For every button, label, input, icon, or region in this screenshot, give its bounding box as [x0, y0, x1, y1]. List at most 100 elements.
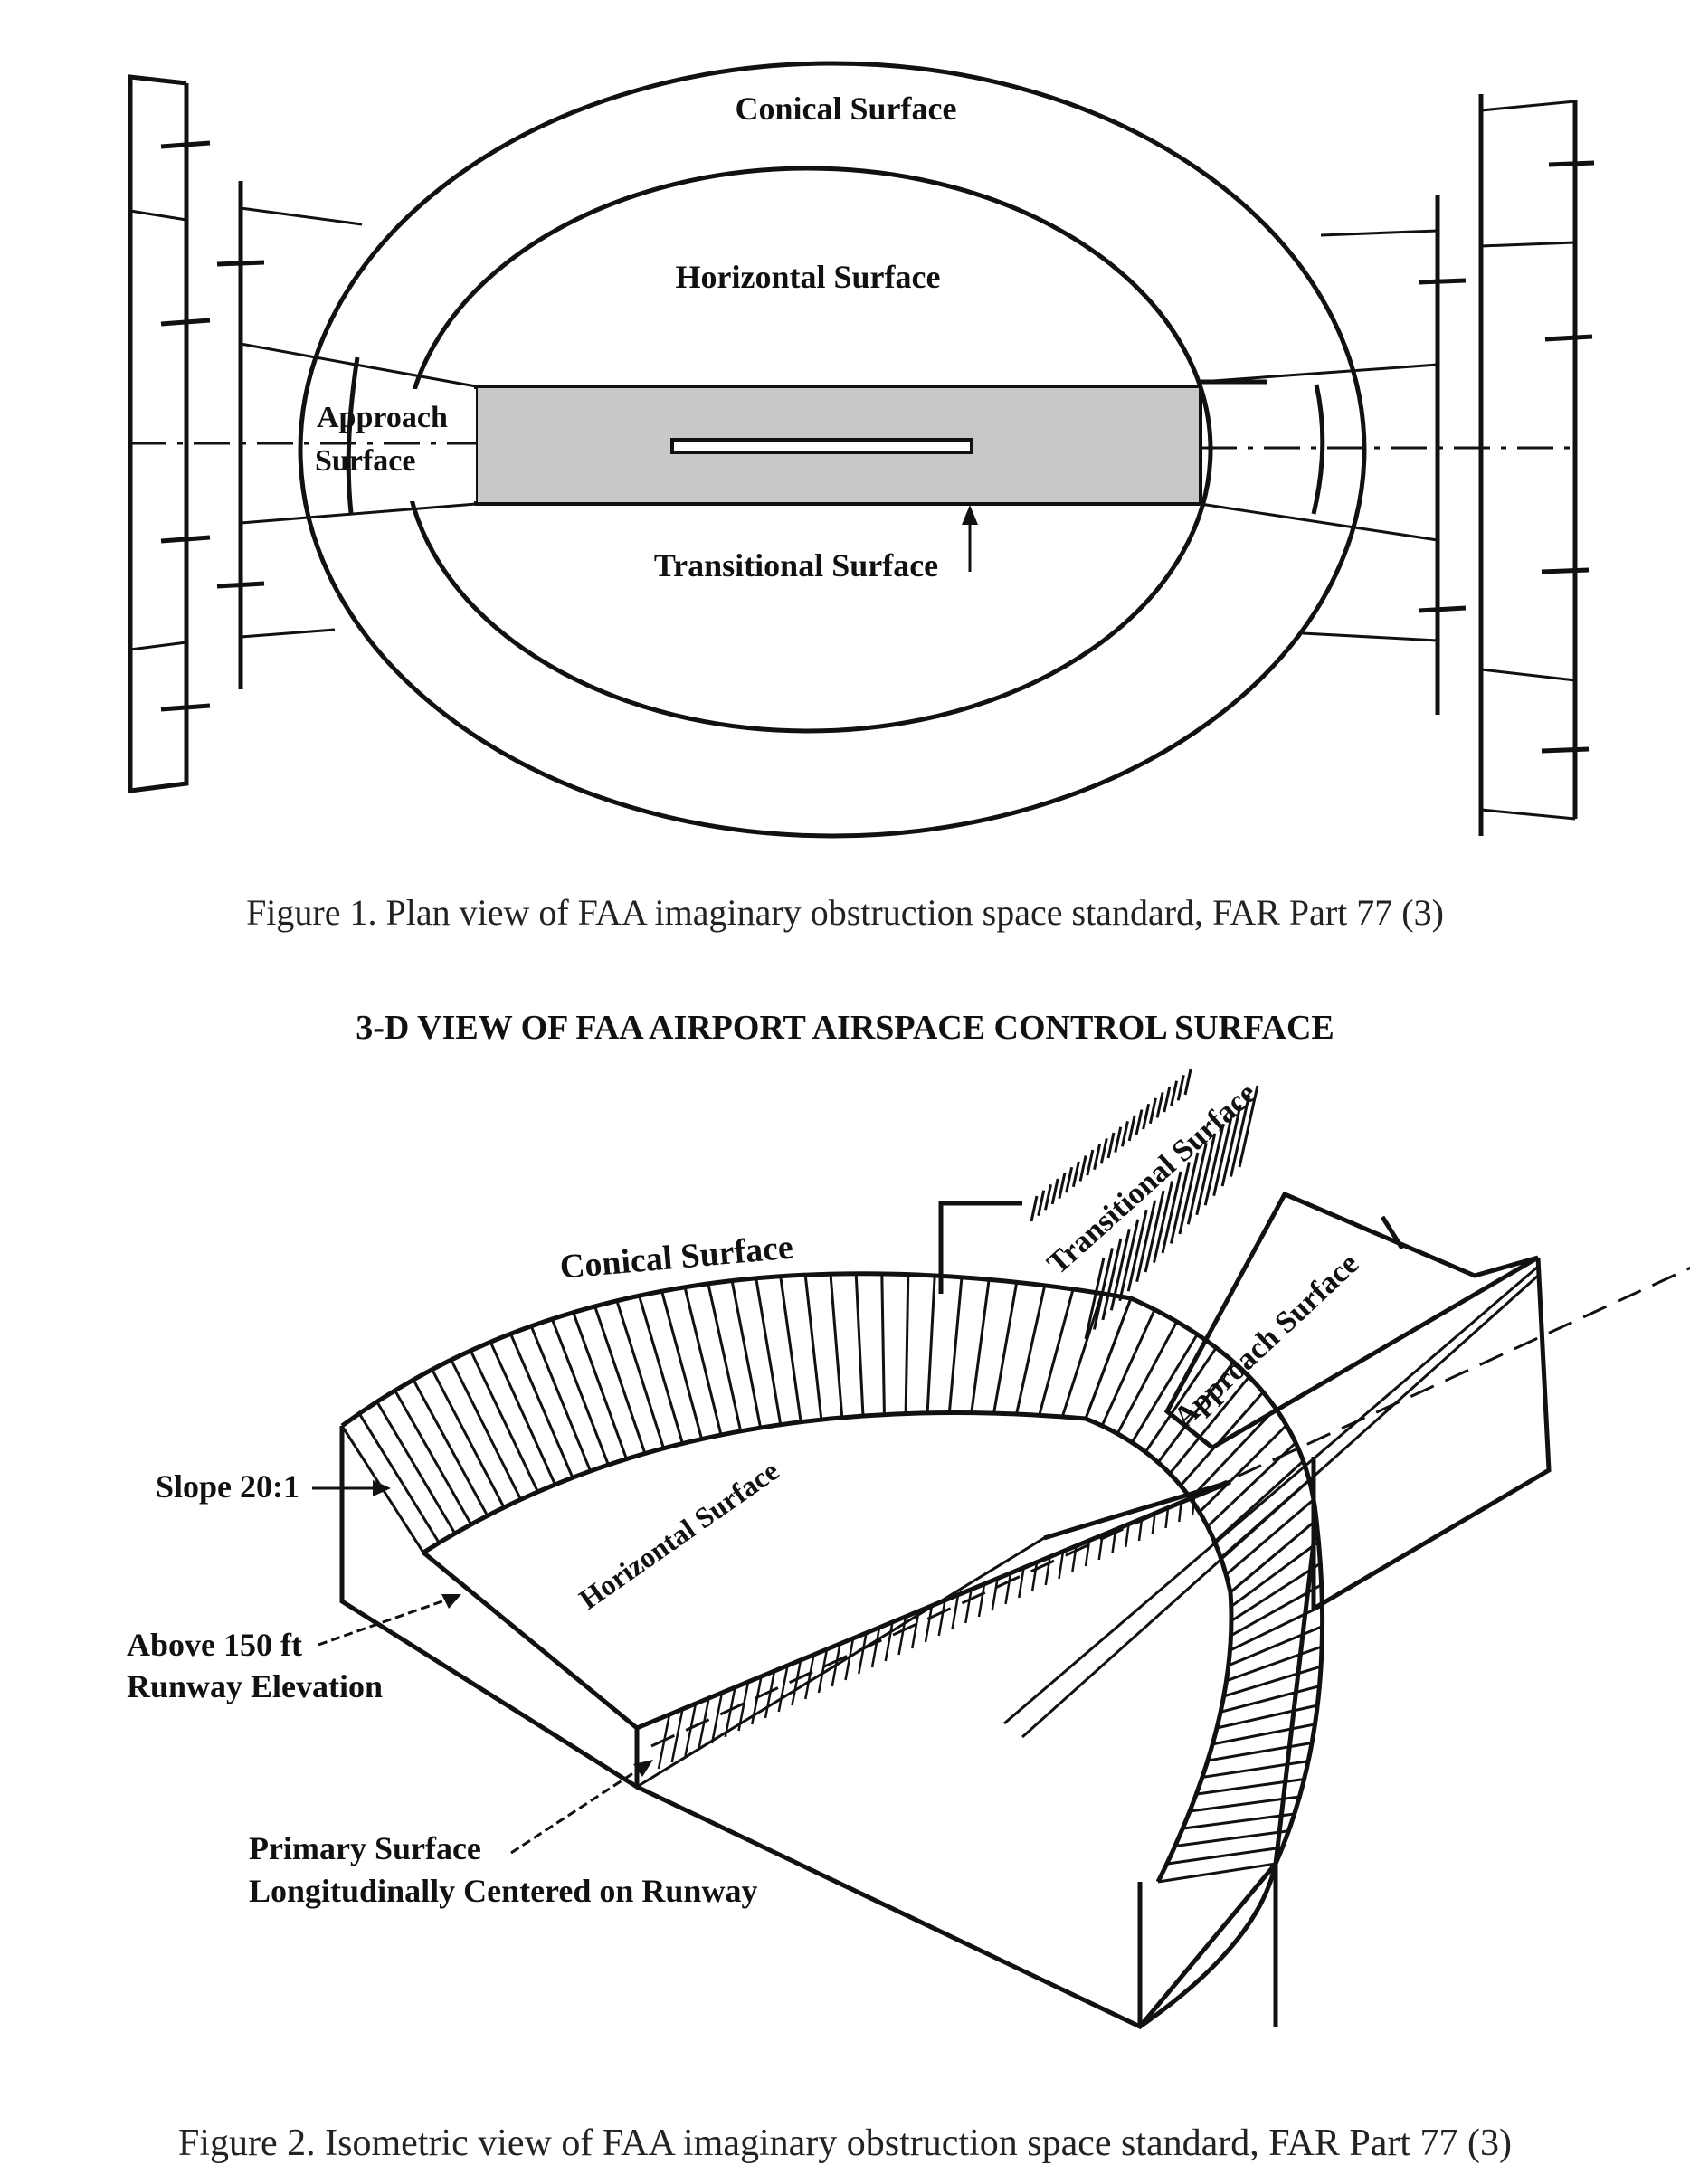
label-primary-surface-line2: Longitudinally Centered on Runway [249, 1873, 757, 1909]
hatch-line [1144, 1346, 1218, 1453]
hatch-line [638, 1295, 684, 1444]
hatch-line [1195, 1133, 1217, 1216]
hatch-line [1182, 1812, 1295, 1830]
hatch-line [1168, 1375, 1250, 1475]
hatch-line [1058, 1551, 1065, 1580]
hatch-line [1156, 1361, 1235, 1464]
label-approach-line2: Surface [315, 444, 415, 478]
label-conical-surface: Conical Surface [736, 90, 957, 127]
conical-surface-hatching [340, 1273, 1324, 1884]
label-transitional-surface: Transitional Surface [654, 547, 938, 584]
hatch-line [375, 1401, 457, 1534]
tick-mark [160, 318, 211, 327]
hatch-line [1189, 1407, 1277, 1500]
hatch-line [844, 1638, 855, 1681]
hatch-line [1153, 1181, 1174, 1263]
hatch-line [858, 1632, 868, 1675]
hatch-line [357, 1412, 441, 1544]
hatch-line [911, 1610, 920, 1649]
hatch-line [572, 1312, 628, 1460]
hatch-line [1071, 1161, 1080, 1188]
hatch-line [1060, 1293, 1104, 1418]
hatch-line [1135, 1109, 1144, 1135]
hatch-line [724, 1686, 736, 1738]
tick-mark [1544, 334, 1593, 342]
hatch-line [1058, 1173, 1067, 1199]
hatch-line [817, 1648, 829, 1694]
hatch-line [777, 1665, 789, 1713]
hatch-line [593, 1306, 647, 1454]
hatch-line [489, 1341, 556, 1486]
runway [670, 438, 973, 454]
label-approach-surface-3d: Approach Surface [1167, 1247, 1365, 1435]
hatch-line [707, 1283, 743, 1432]
transitional-hatching-mid [1084, 1085, 1259, 1340]
figure1-plan-view: Conical Surface Horizontal Surface Appro… [128, 61, 1595, 933]
hatch-line [1226, 1645, 1323, 1683]
hatch-line [1164, 1507, 1170, 1529]
hatch-line [1178, 1152, 1200, 1235]
hatch-line [615, 1300, 665, 1449]
hatch-line [1225, 1498, 1315, 1576]
hatch-line [804, 1654, 815, 1700]
hatch-line [1230, 1562, 1322, 1622]
hatch-line [431, 1369, 506, 1508]
hatch-line [1191, 1496, 1196, 1516]
transitional-hatching-near [657, 1496, 1196, 1770]
hatch-line [1118, 1219, 1140, 1302]
hatch-line [529, 1325, 592, 1472]
hatch-line [992, 1281, 1019, 1414]
hatch-line [683, 1287, 723, 1436]
hatch-line [1015, 1285, 1047, 1415]
hatch-line [1030, 1195, 1039, 1222]
hatch-line [764, 1670, 776, 1719]
hatch-line [829, 1274, 844, 1418]
hatch-line [1230, 1095, 1251, 1177]
hatch-line [1212, 1114, 1234, 1196]
hatch-line [991, 1578, 999, 1611]
hatch-line [1198, 1424, 1288, 1514]
hatch-line [737, 1681, 750, 1732]
hatch-line [1230, 1518, 1317, 1594]
hatch-line [469, 1350, 539, 1493]
hatch-line [1050, 1178, 1059, 1205]
hatch-line [1142, 1103, 1151, 1130]
hatch-line [924, 1605, 934, 1643]
hatch-line [1179, 1391, 1265, 1486]
hatch-line [1207, 1742, 1313, 1762]
primary-surface-edge [636, 1479, 1231, 1731]
right-outer-approach-strip [1478, 94, 1595, 836]
runway-centerline [650, 1266, 1690, 1748]
left-outer-approach-strip [128, 74, 211, 793]
hatch-line [1030, 1562, 1039, 1592]
hatch-line [1155, 1092, 1164, 1118]
hatch-line [1100, 1308, 1156, 1427]
hatch-line [450, 1359, 523, 1500]
tick-mark [216, 581, 265, 589]
hatch-line [1196, 1777, 1305, 1796]
hatch-line [947, 1277, 964, 1413]
tick-mark [1418, 605, 1467, 613]
hatch-line [1092, 1248, 1114, 1330]
tick-mark [1418, 278, 1467, 285]
hatch-line [1135, 1200, 1157, 1282]
hatch-line [1213, 1459, 1305, 1543]
hatch-line [1169, 1162, 1191, 1244]
hatch-line [1044, 1556, 1051, 1586]
hatch-line [970, 1279, 991, 1413]
hatch-line [698, 1697, 710, 1751]
hatch-line [1148, 1097, 1157, 1125]
hatch-line [1176, 1075, 1185, 1101]
hatch-line [897, 1616, 907, 1656]
label-horizontal-surface: Horizontal Surface [676, 259, 941, 295]
hatch-line [1086, 1149, 1095, 1176]
label-above-150ft-line2: Runway Elevation [127, 1668, 383, 1704]
figure2-heading: 3-D VIEW OF FAA AIRPORT AIRSPACE CONTROL… [356, 1009, 1334, 1047]
right-approach-surface [1200, 195, 1467, 715]
hatch-line [926, 1275, 936, 1413]
hatch-line [730, 1280, 763, 1429]
hatch-line [1216, 1704, 1318, 1730]
hatch-line [1220, 1104, 1242, 1187]
hatch-line [751, 1676, 763, 1725]
hatch-line [831, 1643, 841, 1687]
